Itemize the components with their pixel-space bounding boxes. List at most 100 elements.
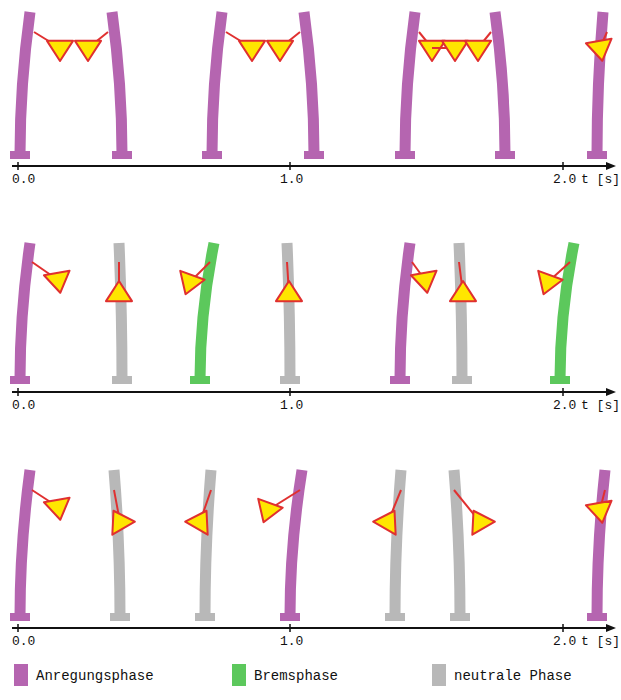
legend-label: neutrale Phase (454, 668, 572, 684)
pendulum (267, 32, 300, 61)
pendulum (586, 490, 615, 525)
beam-body (114, 470, 120, 616)
pendulum-mass (276, 281, 302, 301)
pendulum (373, 490, 406, 535)
pendulum-mass (267, 41, 293, 61)
beam-body (20, 243, 30, 379)
axis-label: 2.0 (553, 398, 576, 413)
bending-beam (385, 470, 405, 621)
axis-tick (562, 388, 564, 396)
bending-beam (395, 12, 415, 159)
bending-beam (495, 12, 515, 159)
pendulum-mass (411, 271, 440, 295)
beam-body (405, 12, 415, 154)
pendulum-mass (531, 271, 562, 299)
bending-beam (550, 243, 574, 384)
bending-beam (587, 12, 607, 159)
beam-foot (190, 376, 210, 384)
bending-beam (452, 243, 472, 384)
pendulum (34, 32, 73, 61)
pendulum (419, 32, 445, 61)
time-axes (12, 162, 616, 632)
pendulum-mass (44, 498, 73, 522)
pendulum (276, 262, 302, 301)
bending-beam (112, 243, 132, 384)
pendulum-mass (450, 281, 476, 301)
beam-foot (587, 613, 607, 621)
legend-label: Anregungsphase (36, 668, 154, 684)
pendulum-mass (465, 41, 491, 61)
pendulum-mass (75, 41, 101, 61)
pendulum (531, 262, 570, 299)
axis-label: 1.0 (280, 172, 303, 187)
axis-tick (289, 162, 291, 170)
axis-tick (289, 624, 291, 632)
pendulum-mass (586, 39, 615, 63)
bending-beam (304, 12, 324, 159)
pendulum-mass (106, 281, 132, 301)
pendulum (102, 490, 135, 535)
axis-label: t [s] (581, 172, 620, 187)
bending-beam (450, 470, 470, 621)
axis-tick (17, 162, 19, 170)
beam-body (304, 12, 314, 154)
beam-foot (385, 613, 405, 621)
pendulum (32, 490, 73, 522)
pendulum-mass (373, 504, 406, 534)
axis-label: t [s] (581, 398, 620, 413)
beam-foot (450, 613, 470, 621)
pendulum (226, 32, 265, 61)
axis-tick (562, 162, 564, 170)
pendulum (32, 262, 73, 295)
bending-beam (10, 243, 30, 384)
axis-arrow (606, 388, 616, 396)
axis-label: t [s] (581, 634, 620, 649)
legend-label: Bremsphase (254, 668, 338, 684)
pendulum (75, 32, 108, 61)
beam-foot (112, 151, 132, 159)
beam-foot (390, 376, 410, 384)
beam-body (200, 243, 214, 379)
pendulums (32, 32, 615, 535)
beam-body (400, 243, 410, 379)
beam-foot (10, 613, 30, 621)
axis-arrow (606, 162, 616, 170)
legend-swatch (432, 664, 446, 686)
axis-line (12, 627, 606, 629)
pendulum-mass (102, 504, 135, 534)
beam-body (287, 243, 290, 379)
pendulum-mass (462, 504, 495, 534)
beam-foot (195, 613, 215, 621)
beam-foot (112, 376, 132, 384)
axis-label: 2.0 (553, 172, 576, 187)
axis-label: 1.0 (280, 634, 303, 649)
pendulum (106, 262, 132, 301)
beam-body (119, 243, 122, 379)
bending-beam (202, 12, 222, 159)
beam-foot (395, 151, 415, 159)
beam-foot (452, 376, 472, 384)
pendulum-mass (44, 271, 73, 295)
beam-body (459, 243, 462, 379)
beam-body (20, 470, 30, 616)
bending-beam (280, 243, 300, 384)
beam-foot (10, 151, 30, 159)
pendulum (185, 490, 218, 535)
pendulum (251, 490, 300, 527)
axis-tick (17, 388, 19, 396)
beam-foot (202, 151, 222, 159)
axis-line (12, 391, 606, 393)
beam-body (495, 12, 505, 154)
bending-beam (587, 470, 607, 621)
bending-beam (280, 470, 302, 621)
axis-label: 2.0 (553, 634, 576, 649)
pendulum-mass (47, 41, 73, 61)
bending-beam (112, 12, 132, 159)
beam-body (112, 12, 122, 154)
bending-beam (110, 470, 130, 621)
pendulum-mass (251, 499, 282, 527)
axis-label: 1.0 (280, 398, 303, 413)
axis-label: 0.0 (12, 634, 35, 649)
beam-body (597, 470, 605, 616)
